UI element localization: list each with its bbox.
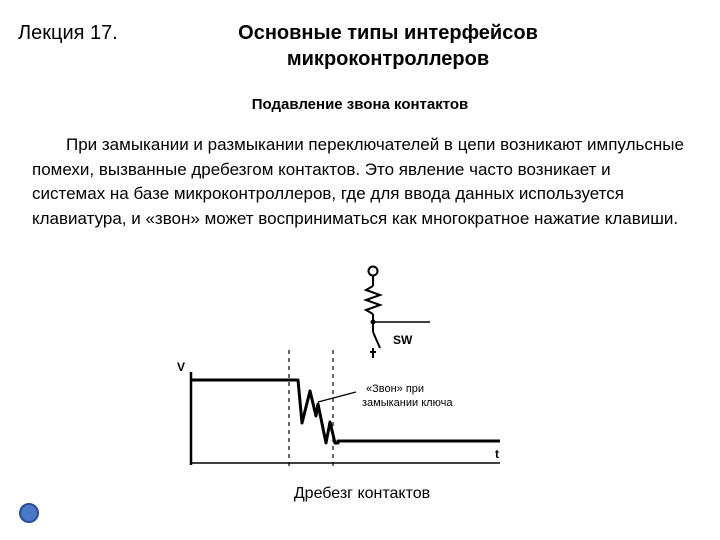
annotation-line-1: «Звон» при — [366, 383, 424, 395]
title-line-1: Основные типы интерфейсов — [238, 22, 538, 44]
t-axis-label: t — [495, 447, 499, 461]
switch-circuit — [363, 265, 430, 358]
switch-blade — [372, 331, 381, 349]
body-paragraph: При замыкании и размыкании переключателе… — [32, 133, 688, 231]
bounce-waveform — [191, 378, 500, 445]
supply-terminal — [367, 265, 379, 277]
section-subtitle: Подавление звона контактов — [251, 96, 469, 113]
annotation-line-2: замыкании ключа — [362, 397, 453, 409]
v-axis-label: V — [177, 360, 185, 374]
figure-caption: Дребезг контактов — [293, 485, 431, 502]
title-line-2: микроконтроллеров — [286, 48, 490, 70]
resistor-symbol — [363, 285, 383, 315]
slide-nav-button[interactable] — [19, 503, 39, 523]
annotation-pointer — [317, 391, 357, 403]
time-markers — [288, 350, 334, 470]
paragraph-text: При замыкании и размыкании переключателе… — [32, 135, 684, 228]
switch-label: SW — [393, 333, 413, 347]
signal-axes — [189, 372, 500, 465]
title-main: Основные типы интерфейсов микроконтролле… — [158, 20, 618, 72]
lecture-label: Лекция 17. — [18, 22, 118, 44]
